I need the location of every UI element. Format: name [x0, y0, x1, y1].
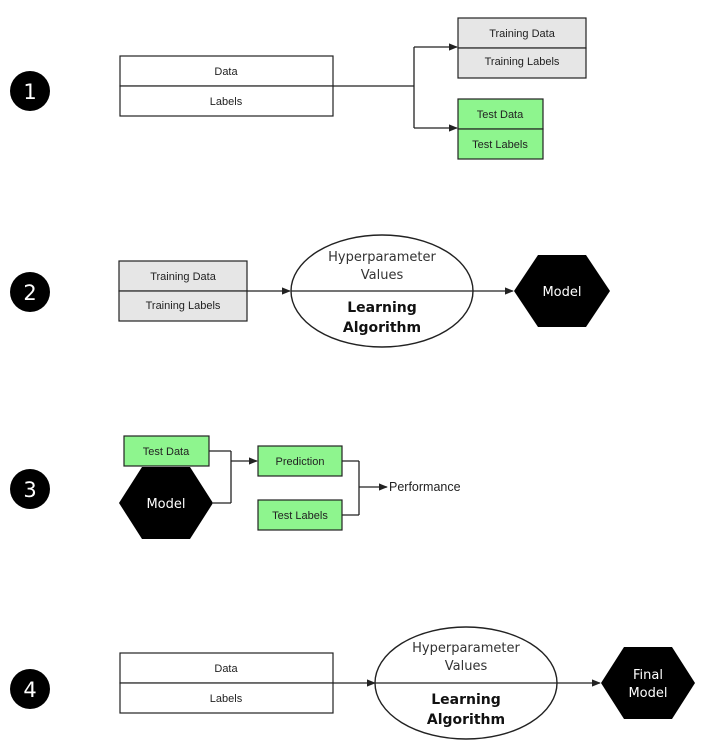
model-label-4: Model: [628, 686, 667, 701]
training-data-label-2: Training Data: [150, 271, 217, 283]
test-labels-label-3: Test Labels: [272, 510, 328, 522]
step-1-group: 1 Data Labels Training Data Training Lab…: [10, 17, 587, 160]
data-label: Data: [214, 66, 238, 78]
step-4-group: 4 Data Labels Hyperparameter Values Lear…: [10, 626, 695, 740]
algorithm-label: Algorithm: [343, 320, 421, 336]
training-labels-box-2: [118, 290, 248, 322]
test-labels-label: Test Labels: [472, 139, 528, 151]
labels-label: Labels: [210, 96, 243, 108]
hyperparameter-label-4: Hyperparameter: [412, 641, 520, 656]
training-labels-label-2: Training Labels: [146, 300, 221, 312]
test-data-box: [457, 98, 544, 130]
final-model-hexagon: [601, 647, 695, 719]
labels-label-4: Labels: [210, 693, 243, 705]
performance-label: Performance: [389, 480, 461, 494]
test-labels-box-3: [257, 499, 343, 531]
step-1-badge: [10, 71, 50, 111]
values-label: Values: [361, 268, 404, 283]
test-data-box-3: [123, 435, 210, 467]
training-data-box-2: [118, 260, 248, 292]
test-labels-box: [457, 128, 544, 160]
step-3-group: 3 Model Test Data Prediction Test Labels…: [10, 435, 461, 539]
training-data-label: Training Data: [489, 28, 556, 40]
step-2-number: 2: [23, 281, 36, 305]
prediction-label: Prediction: [276, 456, 325, 468]
step-2-group: 2 Training Data Training Labels Hyperpar…: [10, 234, 610, 348]
data-box-4: [119, 652, 334, 684]
training-labels-label: Training Labels: [485, 56, 560, 68]
training-data-box: [457, 17, 587, 49]
test-data-label: Test Data: [477, 109, 524, 121]
learning-label-4: Learning: [431, 692, 501, 708]
step-3-badge: [10, 469, 50, 509]
data-label-4: Data: [214, 663, 238, 675]
learning-label: Learning: [347, 300, 417, 316]
labels-box: [119, 85, 334, 117]
model-label-3: Model: [146, 497, 185, 512]
model-label: Model: [542, 285, 581, 300]
model-hexagon-3: [119, 467, 213, 539]
test-data-label-3: Test Data: [143, 446, 190, 458]
model-hexagon: [514, 255, 610, 327]
hyperparameter-label: Hyperparameter: [328, 250, 436, 265]
step-1-number: 1: [23, 80, 36, 104]
training-labels-box: [457, 47, 587, 79]
values-label-4: Values: [445, 659, 488, 674]
step-3-number: 3: [23, 478, 36, 502]
algorithm-label-4: Algorithm: [427, 712, 505, 728]
step-2-badge: [10, 272, 50, 312]
step-4-badge: [10, 669, 50, 709]
step-4-number: 4: [23, 678, 36, 702]
data-box: [119, 55, 334, 87]
final-label: Final: [633, 668, 663, 683]
labels-box-4: [119, 682, 334, 714]
